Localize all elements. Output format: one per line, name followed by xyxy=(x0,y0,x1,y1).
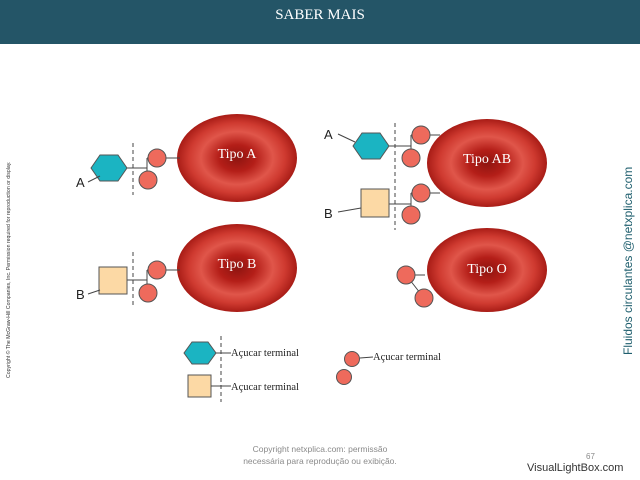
circle-sugar-icon xyxy=(414,288,434,308)
cell-label-tipo-b: Tipo B xyxy=(218,257,257,272)
connector-line xyxy=(359,356,374,359)
antigen-label-a-right: A xyxy=(324,127,333,142)
side-copyright: Copyright © The McGraw-Hill Companies, I… xyxy=(6,161,12,378)
hexagon-sugar-icon xyxy=(183,341,217,365)
legend-circles-label: Açucar terminal xyxy=(373,352,441,363)
header-bar: SABER MAIS xyxy=(0,0,640,44)
cell-group-tipo-b: Tipo B B xyxy=(76,224,297,312)
cell-group-tipo-ab: Tipo AB A B xyxy=(324,119,547,230)
watermark: VisualLightBox.com xyxy=(527,462,624,474)
cell-group-tipo-o: Tipo O xyxy=(396,228,547,312)
page-number: 67 xyxy=(586,452,595,461)
circle-sugar-icon xyxy=(147,148,167,168)
red-blood-cell-tipo-o xyxy=(427,228,547,312)
legend: Açucar terminal Açucar terminal Açucar t… xyxy=(183,336,441,402)
hexagon-sugar-icon xyxy=(352,132,390,160)
circle-sugar-icon xyxy=(336,369,352,385)
label-pointer-line xyxy=(337,207,362,213)
page-title: SABER MAIS xyxy=(275,7,365,23)
circle-sugar-icon xyxy=(401,205,421,225)
label-pointer-line xyxy=(87,289,101,295)
red-blood-cell-tipo-ab xyxy=(427,119,547,207)
cell-label-tipo-ab: Tipo AB xyxy=(463,152,511,167)
footer-line-1: Copyright netxplica.com: permissão xyxy=(252,444,388,454)
red-blood-cell-tipo-b xyxy=(177,224,297,312)
cell-label-tipo-o: Tipo O xyxy=(467,262,507,277)
legend-hexagon-label: Açucar terminal xyxy=(231,348,299,359)
square-sugar-icon xyxy=(187,374,212,398)
label-pointer-line xyxy=(337,133,356,143)
circle-sugar-icon xyxy=(401,148,421,168)
legend-square-label: Açucar terminal xyxy=(231,382,299,393)
side-brand: Fluidos circulantes @netxplica.com xyxy=(621,166,635,355)
square-sugar-icon xyxy=(98,266,128,295)
antigen-label-b: B xyxy=(76,287,85,302)
circle-sugar-icon xyxy=(147,260,167,280)
footer-line-2: necessária para reprodução ou exibição. xyxy=(243,456,397,466)
cell-label-tipo-a: Tipo A xyxy=(218,147,258,162)
circle-sugar-icon xyxy=(138,170,158,190)
antigen-label-a: A xyxy=(76,175,85,190)
circle-sugar-icon xyxy=(396,265,416,285)
circle-sugar-icon xyxy=(411,183,431,203)
square-sugar-icon xyxy=(360,188,390,218)
hexagon-sugar-icon xyxy=(90,154,128,182)
circle-sugar-icon xyxy=(411,125,431,145)
footer-copyright: Copyright netxplica.com: permissão neces… xyxy=(200,443,440,467)
circle-sugar-icon xyxy=(138,283,158,303)
label-pointer-line xyxy=(87,175,101,183)
circle-sugar-icon xyxy=(344,351,360,367)
red-blood-cell-tipo-a xyxy=(177,114,297,202)
cell-group-tipo-a: Tipo A A xyxy=(76,114,297,202)
antigen-label-b-right: B xyxy=(324,206,333,221)
